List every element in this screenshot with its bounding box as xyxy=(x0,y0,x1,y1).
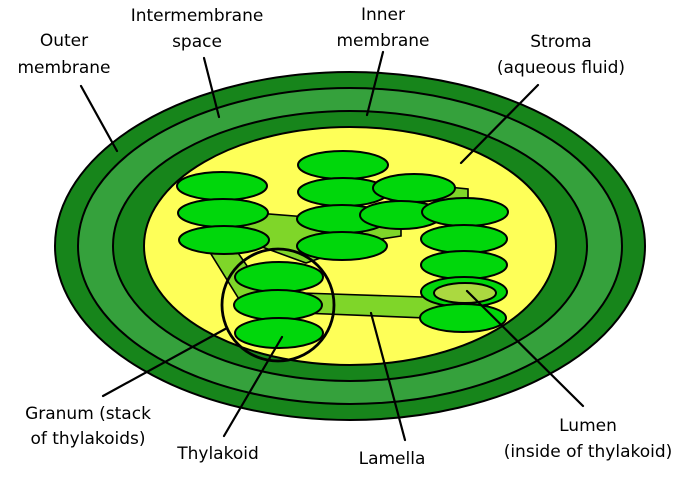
label-inner-membrane-line1: Inner xyxy=(361,5,405,25)
thylakoid-ellipse xyxy=(419,303,507,333)
label-granum-line2: of thylakoids) xyxy=(30,429,145,449)
thylakoid-ellipse xyxy=(234,317,324,349)
granum-leader-line xyxy=(101,326,229,398)
thylakoid-leader-line xyxy=(222,335,284,438)
lamella-leader-line xyxy=(369,311,407,442)
label-thylakoid: Thylakoid xyxy=(176,444,259,464)
label-inner-membrane-line2: membrane xyxy=(336,31,429,51)
granum-circled xyxy=(233,261,324,349)
lumen-interior xyxy=(433,282,497,304)
leader-lines xyxy=(79,50,585,442)
label-intermembrane-space-line1: Intermembrane xyxy=(131,6,264,26)
thylakoid-ellipse xyxy=(233,289,323,321)
lumen-leader-line xyxy=(465,289,585,408)
thylakoid-ellipse xyxy=(421,197,509,227)
thylakoid-ellipse xyxy=(234,261,324,293)
thylakoid-ellipse xyxy=(372,173,456,203)
label-granum-line1: Granum (stack xyxy=(25,404,151,424)
label-lumen-line2: (inside of thylakoid) xyxy=(504,442,673,462)
thylakoid-ellipse xyxy=(178,225,270,255)
granum-upper-right xyxy=(359,173,456,230)
label-stroma-line2: (aqueous fluid) xyxy=(497,58,625,78)
granum-left xyxy=(176,171,270,255)
granum-middle xyxy=(296,150,389,261)
label-lumen-line1: Lumen xyxy=(559,416,617,436)
thylakoid-ellipse xyxy=(177,198,269,228)
stroma-leader-line xyxy=(459,83,540,165)
thylakoid-ellipse xyxy=(176,171,268,201)
granum-highlight-circle xyxy=(220,247,336,363)
label-outer-membrane-line1: Outer xyxy=(40,31,88,51)
intermembrane-space-leader-line xyxy=(202,56,221,119)
thylakoid-ellipse xyxy=(296,231,388,261)
outer-membrane-leader-line xyxy=(79,84,119,153)
label-intermembrane-space-line2: space xyxy=(172,32,222,52)
granum-right xyxy=(419,197,509,333)
thylakoid-ellipse xyxy=(420,250,508,280)
thylakoid-ellipse xyxy=(420,224,508,254)
inner-membrane-leader-line xyxy=(365,50,385,117)
label-stroma-line1: Stroma xyxy=(530,32,591,52)
thylakoid-ellipse xyxy=(297,150,389,180)
label-outer-membrane-line2: membrane xyxy=(17,58,110,78)
label-lamella: Lamella xyxy=(359,449,426,469)
labels: Outer membrane Intermembrane space Inner… xyxy=(17,5,672,469)
